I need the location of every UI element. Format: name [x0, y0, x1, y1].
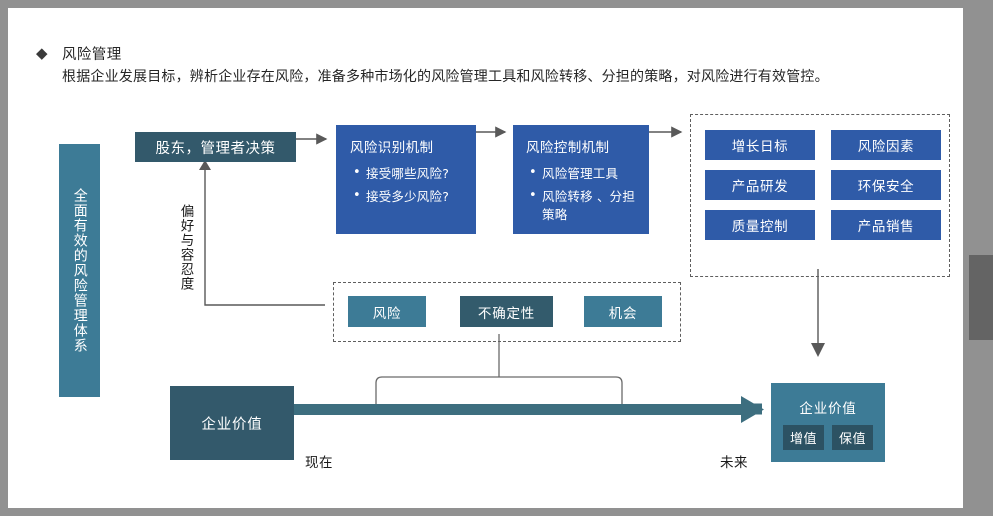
risk-identify-box[interactable]: 风险识别机制 接受哪些风险? 接受多少风险?: [336, 125, 476, 234]
objective-tile[interactable]: 增长日标: [705, 130, 815, 160]
preference-tolerance-label: 偏好与容忍度: [177, 204, 194, 291]
page-title: 风险管理: [62, 47, 122, 63]
enterprise-value-future-box[interactable]: 企业价值 增值 保值: [771, 383, 885, 462]
objectives-group-container: [690, 114, 950, 277]
risk-control-title: 风险控制机制: [526, 140, 610, 156]
objective-tile[interactable]: 环保安全: [831, 170, 941, 200]
vertical-system-band: 全面有效的风险管理体系: [59, 144, 100, 397]
chip-risk[interactable]: 风险: [348, 296, 426, 327]
objective-tile[interactable]: 风险因素: [831, 130, 941, 160]
risk-identify-title: 风险识别机制: [350, 140, 434, 156]
scrollbar-thumb[interactable]: [969, 255, 993, 340]
timeline-label-now: 现在: [305, 455, 333, 471]
enterprise-value-future-title: 企业价值: [799, 401, 857, 417]
shareholder-decision-box[interactable]: 股东，管理者决策: [135, 132, 296, 162]
window-frame-bottom: [0, 508, 993, 516]
list-item: 风险转移 、分担策略: [529, 187, 643, 224]
bullet-diamond-icon: ◆: [36, 44, 48, 62]
window-frame-left: [0, 0, 8, 516]
risk-control-box[interactable]: 风险控制机制 风险管理工具 风险转移 、分担策略: [513, 125, 649, 234]
chip-uncertainty[interactable]: 不确定性: [460, 296, 553, 327]
enterprise-value-future-tags: 增值 保值: [782, 425, 874, 450]
timeline-label-future: 未来: [720, 455, 748, 471]
risk-uncertainty-opportunity-container: [333, 282, 681, 342]
objective-tile[interactable]: 产品销售: [831, 210, 941, 240]
diagram-area: ◆ 风险管理 根据企业发展目标，辨析企业存在风险，准备多种市场化的风险管理工具和…: [8, 8, 963, 508]
objective-tile[interactable]: 质量控制: [705, 210, 815, 240]
tag-preservation[interactable]: 保值: [832, 425, 874, 450]
connector-bracket: [375, 376, 623, 408]
window-frame-top: [0, 0, 993, 8]
list-item: 接受多少风险?: [353, 187, 449, 206]
risk-identify-list: 接受哪些风险? 接受多少风险?: [350, 164, 455, 211]
list-item: 接受哪些风险?: [353, 164, 449, 183]
objective-tile[interactable]: 产品研发: [705, 170, 815, 200]
tag-appreciation[interactable]: 增值: [782, 425, 824, 450]
page-description: 根据企业发展目标，辨析企业存在风险，准备多种市场化的风险管理工具和风险转移、分担…: [62, 69, 829, 85]
connector-grid-to-future-arrowhead: [811, 343, 825, 357]
enterprise-value-now-box[interactable]: 企业价值: [170, 386, 294, 460]
list-item: 风险管理工具: [529, 164, 643, 183]
timeline-arrow: [292, 396, 764, 423]
chip-opportunity[interactable]: 机会: [584, 296, 662, 327]
risk-control-list: 风险管理工具 风险转移 、分担策略: [526, 164, 649, 229]
connector-feedback-loop: [204, 160, 325, 306]
